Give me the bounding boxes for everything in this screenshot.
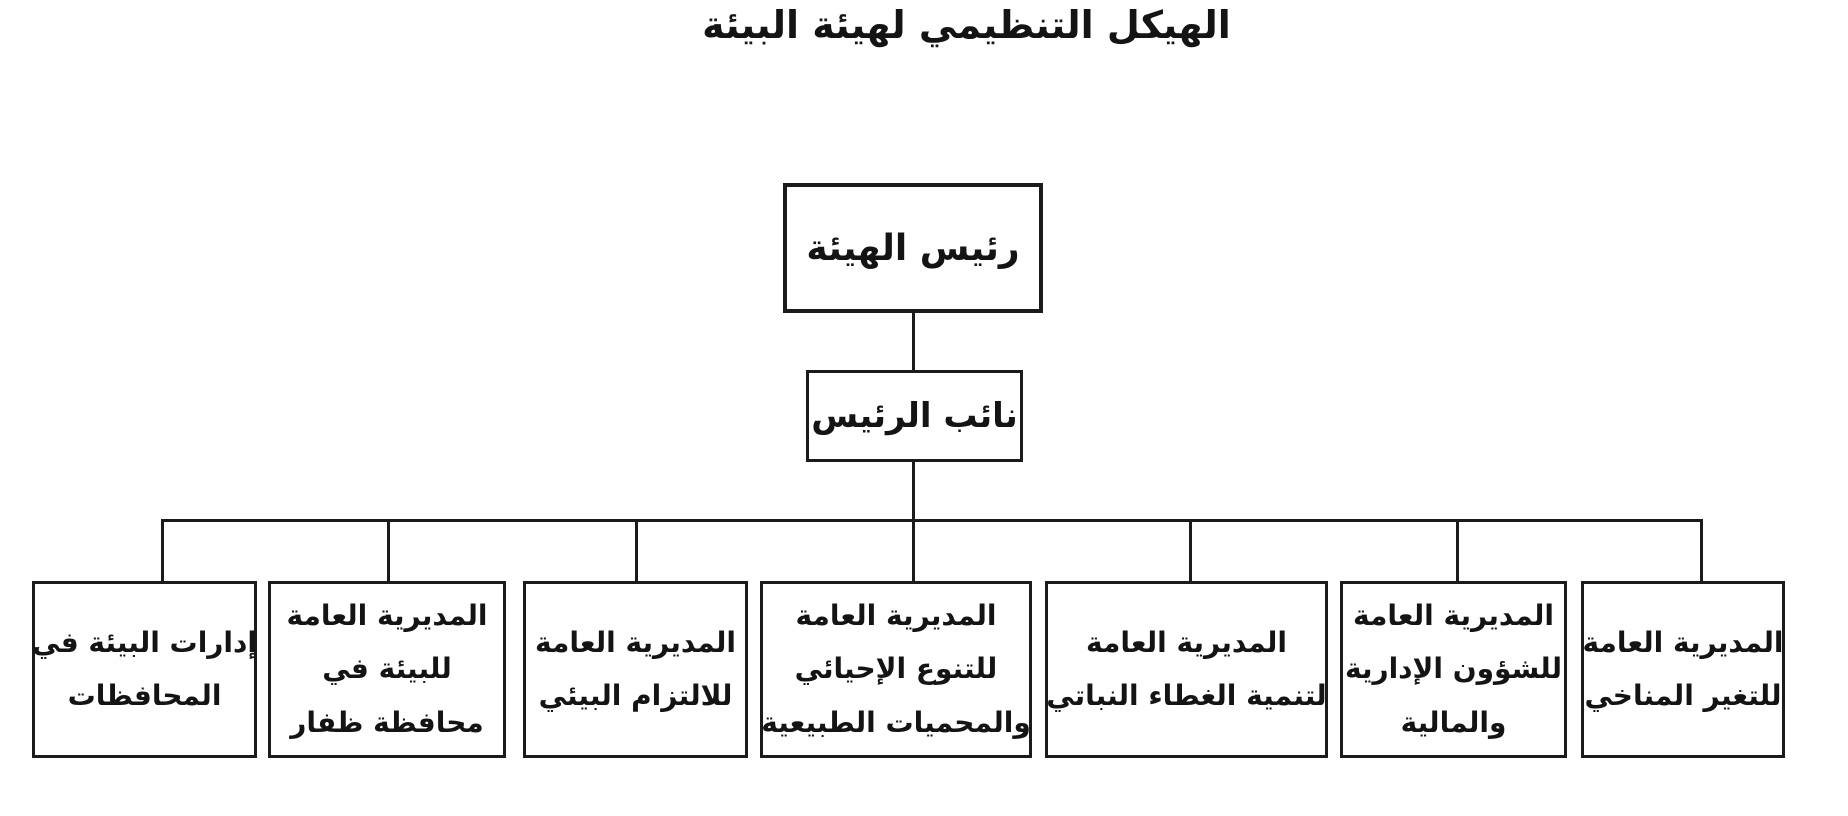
connector-drop-governorate-environment-departments <box>161 519 164 581</box>
deputy-box: نائب الرئيس <box>806 370 1023 462</box>
connector-drop-environmental-compliance <box>635 519 638 581</box>
dept-label-line: المديرية العامة <box>1086 625 1287 659</box>
connector-horizontal-bus <box>161 519 1703 522</box>
connector-chairman-deputy <box>912 313 915 370</box>
page-title: الهيكل التنظيمي لهيئة البيئة <box>702 3 1231 47</box>
dept-label-line: والمحميات الطبيعية <box>761 705 1031 739</box>
dept-box-climate-change: المديرية العامة للتغير المناخي <box>1581 581 1785 758</box>
dept-box-governorate-environment-departments: إدارات البيئة في المحافظات <box>32 581 257 758</box>
chairman-label: رئيس الهيئة <box>806 227 1020 269</box>
dept-label-line: لتنمية الغطاء النباتي <box>1046 679 1327 712</box>
dept-label-line: للتغير المناخي <box>1584 679 1782 712</box>
dept-box-admin-financial-affairs: المديرية العامة للشؤون الإدارية والمالية <box>1340 581 1567 758</box>
dept-label-line: المحافظات <box>67 679 222 712</box>
dept-label-line: للشؤون الإدارية <box>1344 652 1563 686</box>
dept-box-dhofar-environment: المديرية العامة للبيئة في محافظة ظفار <box>268 581 506 758</box>
dept-label-line: إدارات البيئة في <box>32 625 257 659</box>
chairman-box: رئيس الهيئة <box>783 183 1043 313</box>
dept-label-line: المديرية العامة <box>286 599 488 633</box>
dept-label-line: للالتزام البيئي <box>538 679 733 712</box>
dept-label-line: المديرية العامة <box>1353 599 1554 633</box>
connector-drop-dhofar-environment <box>387 519 390 581</box>
connector-drop-admin-financial-affairs <box>1456 519 1459 581</box>
dept-box-biodiversity-reserves: المديرية العامة للتنوع الإحيائي والمحميا… <box>760 581 1032 758</box>
connector-drop-climate-change <box>1700 519 1703 581</box>
connector-deputy-trunk <box>912 462 915 522</box>
dept-box-environmental-compliance: المديرية العامة للالتزام البيئي <box>523 581 748 758</box>
dept-label-line: المديرية العامة <box>535 625 736 659</box>
dept-box-vegetation-cover: المديرية العامة لتنمية الغطاء النباتي <box>1045 581 1328 758</box>
dept-label-line: والمالية <box>1400 705 1507 739</box>
connector-drop-biodiversity-reserves <box>912 519 915 581</box>
dept-label-line: للتنوع الإحيائي <box>794 652 998 686</box>
deputy-label: نائب الرئيس <box>811 396 1018 436</box>
connector-drop-vegetation-cover <box>1189 519 1192 581</box>
dept-label-line: المديرية العامة <box>1582 625 1784 659</box>
dept-label-line: محافظة ظفار <box>290 705 484 739</box>
dept-label-line: المديرية العامة <box>795 599 997 633</box>
dept-label-line: للبيئة في <box>322 652 452 686</box>
